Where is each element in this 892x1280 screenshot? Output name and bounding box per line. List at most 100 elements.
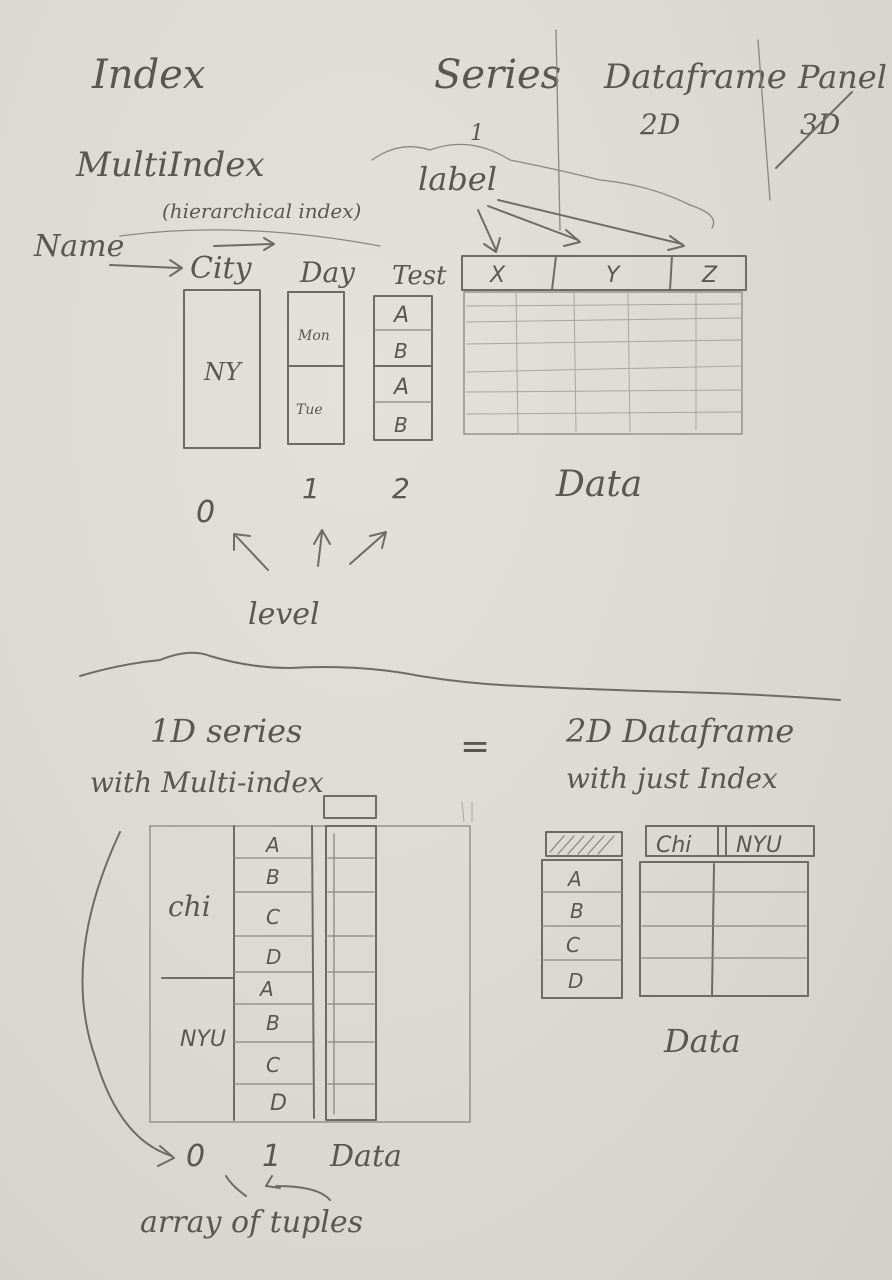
- inner-label-a1: A: [264, 833, 280, 857]
- inner-label-a2: A: [258, 977, 274, 1001]
- inner-label-d2: D: [270, 1091, 287, 1116]
- city-underline-arrow-head: [263, 237, 275, 251]
- level-arrow-0-head: [233, 533, 251, 551]
- inner-label-c1: C: [266, 905, 280, 929]
- df-index-d: D: [568, 969, 583, 993]
- separator-series-dataframe: [555, 29, 561, 231]
- right-title-line-2: with just Index: [566, 762, 778, 795]
- panel-heading: Panel: [797, 58, 887, 96]
- inner-label-d1: D: [266, 945, 281, 969]
- index-heading: Index: [91, 52, 205, 98]
- label-word: label: [418, 160, 497, 198]
- level-word: level: [248, 597, 320, 632]
- panel-strikethrough: [775, 91, 853, 169]
- inner-label-b1: B: [266, 865, 280, 889]
- level-arrow-2: [349, 533, 385, 565]
- multiindex-heading: MultiIndex: [75, 145, 265, 185]
- name-label: Name: [33, 229, 124, 264]
- df-columns-header: [645, 825, 815, 857]
- inner-label-c2: C: [266, 1053, 280, 1077]
- level-arrow-1-head: [313, 529, 331, 545]
- column-y: Y: [606, 263, 621, 288]
- array-of-tuples: array of tuples: [140, 1205, 363, 1240]
- df-index-c: C: [566, 933, 580, 957]
- axis-level-1: 1: [262, 1139, 281, 1174]
- level-number-0: 0: [196, 495, 215, 530]
- left-title-line-1: 1D series: [150, 712, 302, 750]
- data-label-top: Data: [555, 464, 642, 505]
- level-arrow-1: [317, 531, 323, 567]
- outer-label-chi: chi: [168, 890, 211, 923]
- day-value-mon: Mon: [297, 328, 330, 344]
- name-arrow-head: [169, 259, 183, 277]
- level-arrow-2-head: [369, 531, 387, 549]
- column-z: Z: [701, 263, 718, 288]
- label-arrow-y-head: [563, 229, 581, 247]
- df-index-a: A: [566, 867, 582, 891]
- test-value-a2: A: [392, 375, 409, 400]
- axis-level-0: 0: [186, 1139, 205, 1174]
- day-value-tue: Tue: [296, 402, 323, 418]
- label-arrow-x-head: [483, 237, 501, 253]
- series-heading: Series: [434, 52, 561, 98]
- separator-dataframe-panel: [757, 39, 771, 201]
- label-arrow-z-head: [667, 235, 685, 251]
- df-corner-cell: [545, 831, 623, 857]
- tuple-arrow-left: [225, 1175, 247, 1197]
- label-arrow-y: [487, 205, 579, 241]
- series-dimension: 1: [470, 121, 484, 146]
- tuple-curve-arrow-head: [157, 1145, 175, 1167]
- level-name-test: Test: [392, 261, 447, 291]
- series-name-box: [323, 795, 377, 819]
- outer-label-nyu: NYU: [180, 1027, 226, 1052]
- df-columns-divider: [717, 825, 727, 857]
- label-arrow-z: [497, 199, 683, 245]
- label-cloud-outline: [371, 143, 715, 229]
- hierarchical-index-note: (hierarchical index): [162, 199, 361, 223]
- inner-label-b2: B: [266, 1011, 280, 1035]
- right-title-line-1: 2D Dataframe: [565, 712, 794, 750]
- city-underline-arrow: [213, 243, 273, 247]
- df-data-col-divider: [711, 863, 715, 997]
- multiindex-outer-frame: [149, 825, 471, 1123]
- level-name-city: City: [190, 251, 253, 286]
- df-column-nyu: NYU: [736, 833, 782, 858]
- city-value: NY: [203, 358, 243, 386]
- column-x: X: [489, 263, 506, 288]
- inner-level-dividers: [233, 857, 313, 1085]
- data-label-left: Data: [329, 1139, 402, 1174]
- level-number-2: 2: [392, 472, 410, 505]
- inner-level-right-edge: [311, 825, 315, 1119]
- df-data-row-dividers: [641, 891, 807, 959]
- df-corner-hatch: [549, 835, 615, 855]
- name-arrow: [109, 264, 181, 269]
- columns-header-box: [461, 255, 747, 291]
- tuple-arrow-right: [275, 1185, 331, 1201]
- dataframe-dimension: 2D: [639, 108, 680, 141]
- name-bracket: [119, 229, 381, 247]
- test-value-a1: A: [392, 303, 409, 328]
- left-title-line-2: with Multi-index: [90, 766, 324, 799]
- test-value-b2: B: [394, 413, 408, 437]
- city-level-box: [183, 289, 261, 449]
- eraser-residue: [461, 801, 473, 823]
- level-arrow-0: [235, 535, 269, 571]
- day-level-box: [287, 291, 345, 445]
- level-number-1: 1: [302, 472, 320, 505]
- df-index-column: [541, 859, 623, 999]
- dataframe-heading: Dataframe: [603, 57, 787, 97]
- data-label-right: Data: [663, 1022, 741, 1060]
- column-divider: [669, 255, 673, 291]
- tuple-curve-arrow: [81, 831, 173, 1157]
- label-arrow-x: [477, 209, 497, 251]
- df-index-b: B: [570, 899, 584, 923]
- series-data-rows: [327, 857, 375, 1085]
- test-value-b1: B: [394, 339, 408, 363]
- section-divider: [79, 651, 841, 701]
- tuple-arrow-head: [265, 1175, 281, 1189]
- df-column-chi: Chi: [656, 833, 691, 858]
- series-data-column: [325, 825, 377, 1121]
- df-index-dividers: [541, 891, 623, 961]
